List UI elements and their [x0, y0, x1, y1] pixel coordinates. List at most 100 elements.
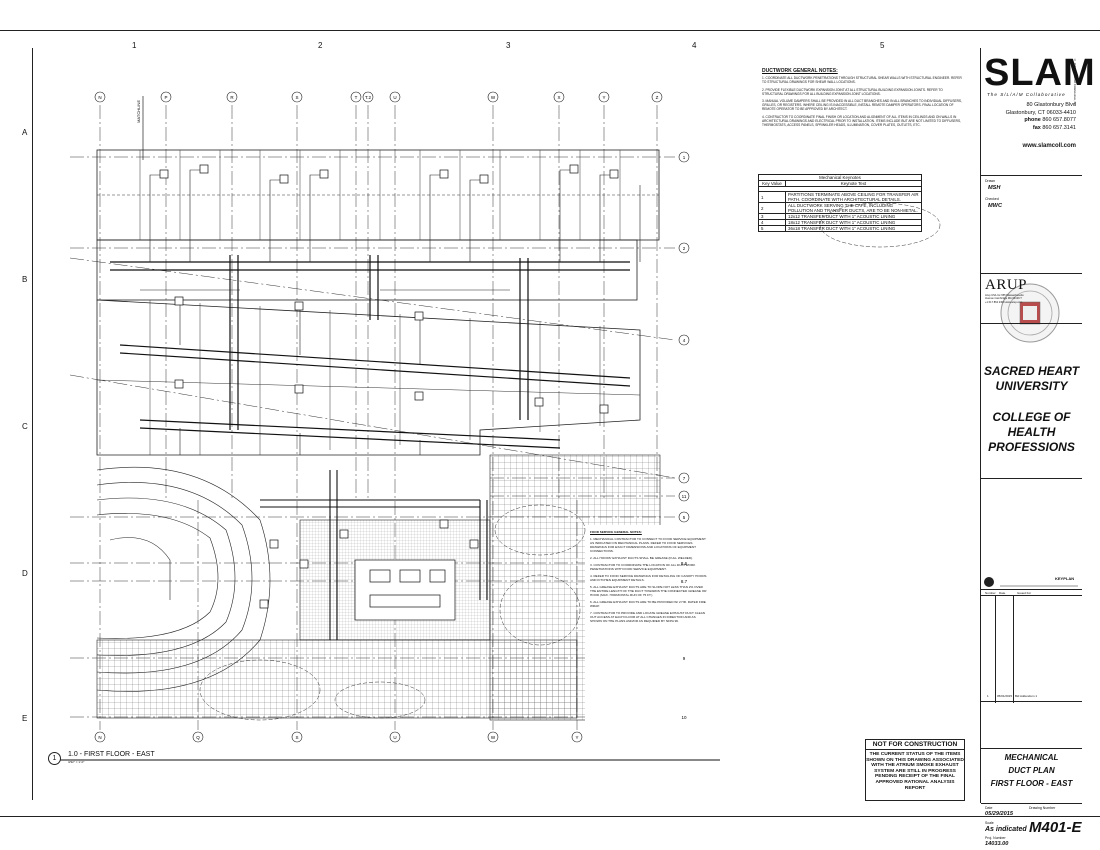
bubble-right-10: 10: [681, 715, 687, 720]
revision-header-line: [981, 595, 1082, 596]
bubble-bottom-n: N: [98, 735, 101, 740]
food-service-note: 2. ALL HOODS' EXHAUST DUCTS SHALL BE GRE…: [590, 556, 693, 560]
keynote-text: PARTITIONS TERMINATE ABOVE CEILING FOR T…: [785, 191, 922, 203]
keynote-key: 2: [758, 202, 786, 214]
nfc-heading: NOT FOR CONSTRUCTION: [866, 740, 964, 750]
ductwork-note: 2. PROVIDE FLEXIBLE DUCTWORK EXPANSION J…: [762, 87, 943, 96]
client-line1: SACRED HEART: [983, 364, 1080, 378]
bubble-x: X: [557, 95, 560, 100]
rev-date-label: Date: [999, 591, 1006, 595]
fax-label: fax: [1032, 124, 1041, 131]
grid-row-e: E: [22, 714, 28, 723]
food-service-note: 3. CONTRACTOR TO COORDINATE THE LOCATION…: [590, 563, 696, 571]
issue-date: 05/29/2015: [985, 811, 1013, 817]
keynote-key: 1: [758, 191, 786, 203]
bubble-right-8-7: 8.7: [681, 579, 688, 584]
bubble-r: R: [230, 95, 234, 100]
view-scale: 3/32" = 1'-0": [68, 760, 85, 764]
consultant-details: Arup USA Inc 955 Massachusetts Avenue Ca…: [985, 294, 1024, 304]
bubble-bottom-y: Y: [575, 735, 578, 740]
bubble-t2: T.2: [365, 95, 372, 100]
phone-label: phone: [1024, 117, 1041, 123]
bubble-right-7: 7: [683, 476, 686, 481]
bubble-z: Z: [656, 95, 659, 100]
keyplan-label: KEYPLAN: [1055, 576, 1075, 581]
grid-column-4: 4: [692, 41, 697, 50]
not-for-construction-stamp: NOT FOR CONSTRUCTION THE CURRENT STATUS …: [865, 739, 965, 801]
drawing-number-label: Drawing Number: [1029, 806, 1056, 810]
phone-number: 860 657.8077: [1042, 117, 1076, 123]
bubble-s: S: [295, 95, 298, 100]
view-name: 1.0 - FIRST FLOOR - EAST: [68, 751, 155, 758]
grid-row-b: B: [22, 275, 28, 284]
grid-column-2: 2: [318, 41, 323, 50]
address-line1: 80 Glastonbury Blvd: [1026, 102, 1076, 108]
drawing-scale: As indicated: [985, 826, 1027, 833]
keynote-text: ALL DUCTWORK SERVING THE CAFE, INCLUDING…: [785, 202, 922, 214]
project-number-label: Proj. Number: [985, 836, 1006, 840]
title-block: SLAM The S/L/A/M Collaborative © 2015 Th…: [980, 48, 1095, 847]
bubble-right-8-6: 8.6: [681, 561, 688, 566]
bubble-bottom-w: W: [491, 735, 496, 740]
food-service-note: 4. REFER TO FOOD SERVICE DRAWINGS FOR DE…: [590, 574, 707, 582]
bubble-right-2: 2: [683, 246, 686, 251]
firm-address: 80 Glastonbury Blvd Glastonbury, CT 0603…: [1006, 102, 1076, 132]
scale-label: Scale: [985, 821, 994, 825]
firm-website: www.slamcoll.com: [1022, 143, 1076, 149]
firm-logo: SLAM: [984, 52, 1096, 94]
sheet-number: M401-E: [1029, 819, 1082, 836]
food-service-note: 6. ALL GREASE EXHAUST DUCTS ARE TO BE PR…: [590, 600, 706, 608]
north-arrow-icon: [984, 577, 994, 587]
sheet-title-line2: DUCT PLAN: [1008, 766, 1055, 775]
title-block-divider: [981, 273, 1082, 274]
bubble-right-5: 5: [683, 515, 686, 520]
bubble-p: P: [164, 95, 167, 100]
bubble-u: U: [393, 95, 396, 100]
ductwork-note: 3. MANUAL VOLUME DAMPERS SHALL BE PROVID…: [762, 99, 962, 112]
food-service-notes: FOOD SERVICE GENERAL NOTES: 1. MECHANICA…: [590, 530, 708, 626]
title-block-divider: [981, 175, 1082, 176]
revision-column-line: [1013, 595, 1014, 703]
checked-by: MWC: [988, 203, 1002, 209]
nfc-body: THE CURRENT STATUS OF THE ITEMS SHOWN ON…: [866, 752, 964, 791]
mechanical-keynotes-table: Mechanical Keynotes Key Value Keynote Te…: [758, 174, 922, 232]
grid-column-3: 3: [506, 41, 511, 50]
drawn-by: MSH: [988, 185, 1001, 191]
title-block-divider: [981, 803, 1082, 804]
address-line2: Glastonbury, CT 06033-4410: [1005, 109, 1076, 116]
title-block-divider: [981, 701, 1082, 702]
title-block-divider: [981, 323, 1082, 324]
grid-column-5: 5: [880, 41, 885, 50]
project-number: 14033.00: [985, 841, 1009, 847]
copyright: © 2015 The SLAM Collaborative, Inc.: [1073, 58, 1077, 107]
ductwork-general-notes: DUCTWORK GENERAL NOTES: 1. COORDINATE AL…: [762, 68, 962, 130]
ductwork-note: 4. CONTRACTOR TO COORDINATE FINAL FINISH…: [762, 114, 961, 128]
title-block-divider: [981, 589, 1082, 590]
sheet-border-bottom: [0, 816, 1100, 817]
project-name: COLLEGE OF HEALTH PROFESSIONS: [981, 410, 1082, 455]
bubble-w: W: [491, 95, 496, 100]
food-service-note: 1. MECHANICAL CONTRACTOR TO CONNECT TO F…: [590, 537, 706, 553]
sheet-border-top: [0, 30, 1100, 31]
rev-issued-label: Issued For: [1017, 591, 1032, 595]
client-name: SACRED HEART UNIVERSITY: [981, 364, 1082, 394]
sheet-title: MECHANICAL DUCT PLAN FIRST FLOOR - EAST: [981, 751, 1082, 790]
bubble-bottom-q: Q: [196, 735, 200, 740]
project-line1: COLLEGE OF: [992, 410, 1071, 424]
drawn-label: Drawn: [985, 179, 996, 183]
fax-number: 860 657.3141: [1042, 124, 1076, 131]
bubble-right-4: 4: [683, 338, 686, 343]
bubble-n: N: [98, 95, 101, 100]
food-service-notes-title: FOOD SERVICE GENERAL NOTES:: [590, 530, 642, 534]
keynote-key: 5: [758, 225, 786, 232]
rev-row-number: 1: [987, 694, 989, 698]
title-block-divider: [981, 748, 1082, 749]
ductwork-notes-title: DUCTWORK GENERAL NOTES:: [762, 68, 838, 74]
client-line2: UNIVERSITY: [995, 379, 1068, 393]
sheet-title-line3: FIRST FLOOR - EAST: [990, 779, 1073, 788]
